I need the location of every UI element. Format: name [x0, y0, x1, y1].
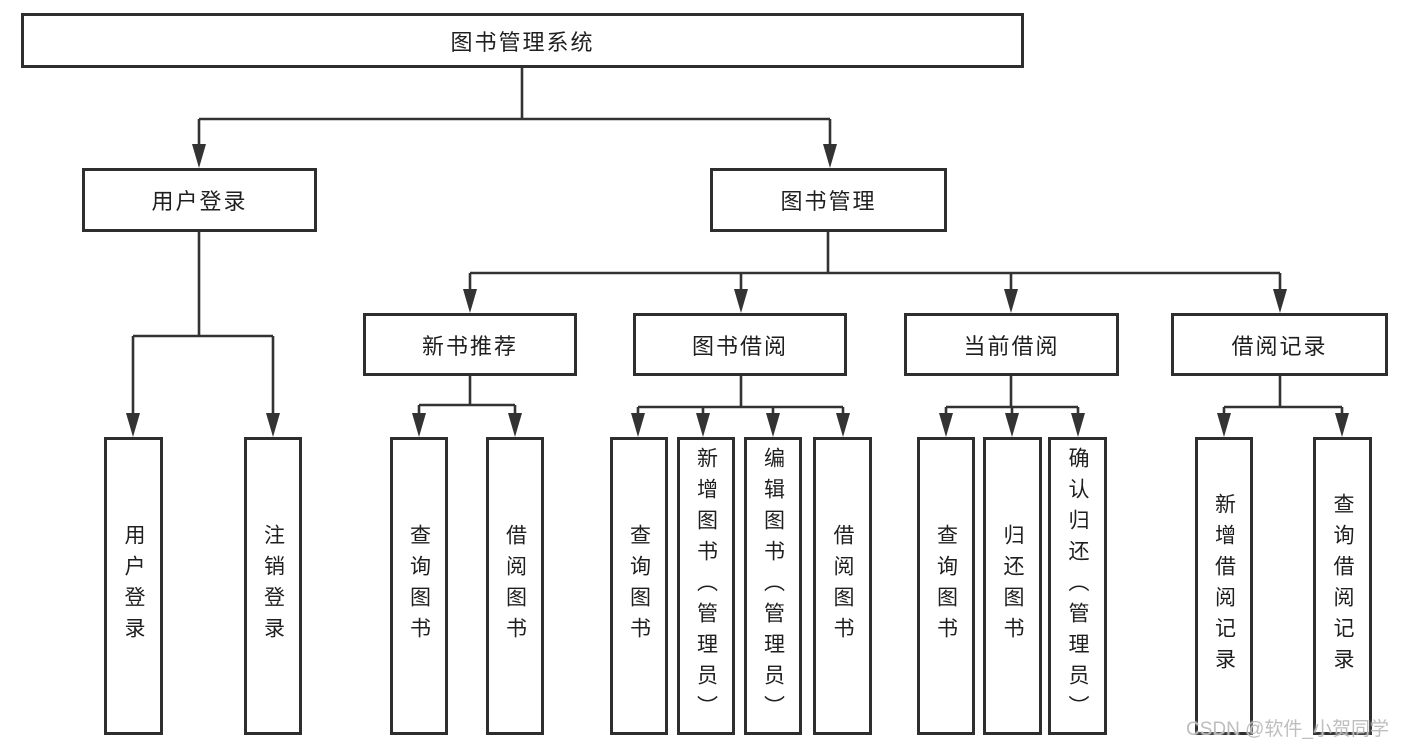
leaf-label: 查询图书 — [627, 524, 651, 648]
leaf-add-borrow-record: 新增借阅记录 — [1195, 437, 1253, 735]
leaf-user-login: 用户登录 — [104, 437, 163, 735]
leaf-add-books-admin: 新增图书（管理员） — [677, 437, 735, 735]
node-label: 新书推荐 — [421, 333, 518, 359]
node-label: 用户登录 — [151, 189, 248, 214]
watermark: CSDN @软件_小贺同学 — [1186, 719, 1389, 740]
node-label: 当前借阅 — [963, 333, 1060, 359]
leaf-borrow-books-1: 借阅图书 — [486, 437, 544, 735]
node-library-management-system: 图书管理系统 — [21, 13, 1024, 68]
leaf-label: 注销登录 — [261, 524, 285, 648]
leaf-query-borrow-record: 查询借阅记录 — [1313, 437, 1372, 735]
node-label: 图书管理系统 — [450, 29, 595, 55]
node-borrowing-records: 借阅记录 — [1171, 313, 1388, 376]
node-book-borrowing: 图书借阅 — [633, 313, 847, 376]
leaf-logout: 注销登录 — [244, 437, 302, 735]
leaf-label: 新增借阅记录 — [1212, 493, 1236, 679]
leaf-borrow-books-2: 借阅图书 — [813, 437, 872, 735]
node-new-book-recommendation: 新书推荐 — [363, 313, 577, 376]
leaf-edit-books-admin: 编辑图书（管理员） — [744, 437, 802, 735]
arrowheads — [126, 144, 1349, 437]
leaf-label: 用户登录 — [122, 524, 145, 648]
node-label: 借阅记录 — [1231, 333, 1328, 359]
leaf-label: 确认归还（管理员） — [1066, 446, 1089, 726]
leaf-query-books-1: 查询图书 — [390, 437, 448, 735]
leaf-query-books-2: 查询图书 — [610, 437, 668, 735]
leaf-label: 新增图书（管理员） — [694, 446, 718, 726]
leaf-label: 编辑图书（管理员） — [761, 446, 785, 726]
node-current-borrowing: 当前借阅 — [904, 313, 1119, 376]
leaf-label: 查询图书 — [407, 524, 431, 648]
node-book-management: 图书管理 — [710, 168, 947, 232]
leaf-label: 查询借阅记录 — [1331, 493, 1354, 679]
leaf-label: 借阅图书 — [831, 524, 854, 648]
leaf-label: 查询图书 — [934, 524, 958, 648]
node-label: 图书管理 — [780, 189, 877, 214]
node-user-login: 用户登录 — [82, 168, 317, 232]
leaf-query-books-3: 查询图书 — [917, 437, 975, 735]
leaf-confirm-return-admin: 确认归还（管理员） — [1048, 437, 1107, 735]
node-label: 图书借阅 — [691, 333, 788, 359]
leaf-label: 归还图书 — [1001, 524, 1024, 648]
leaf-return-books: 归还图书 — [983, 437, 1042, 735]
leaf-label: 借阅图书 — [503, 524, 527, 648]
